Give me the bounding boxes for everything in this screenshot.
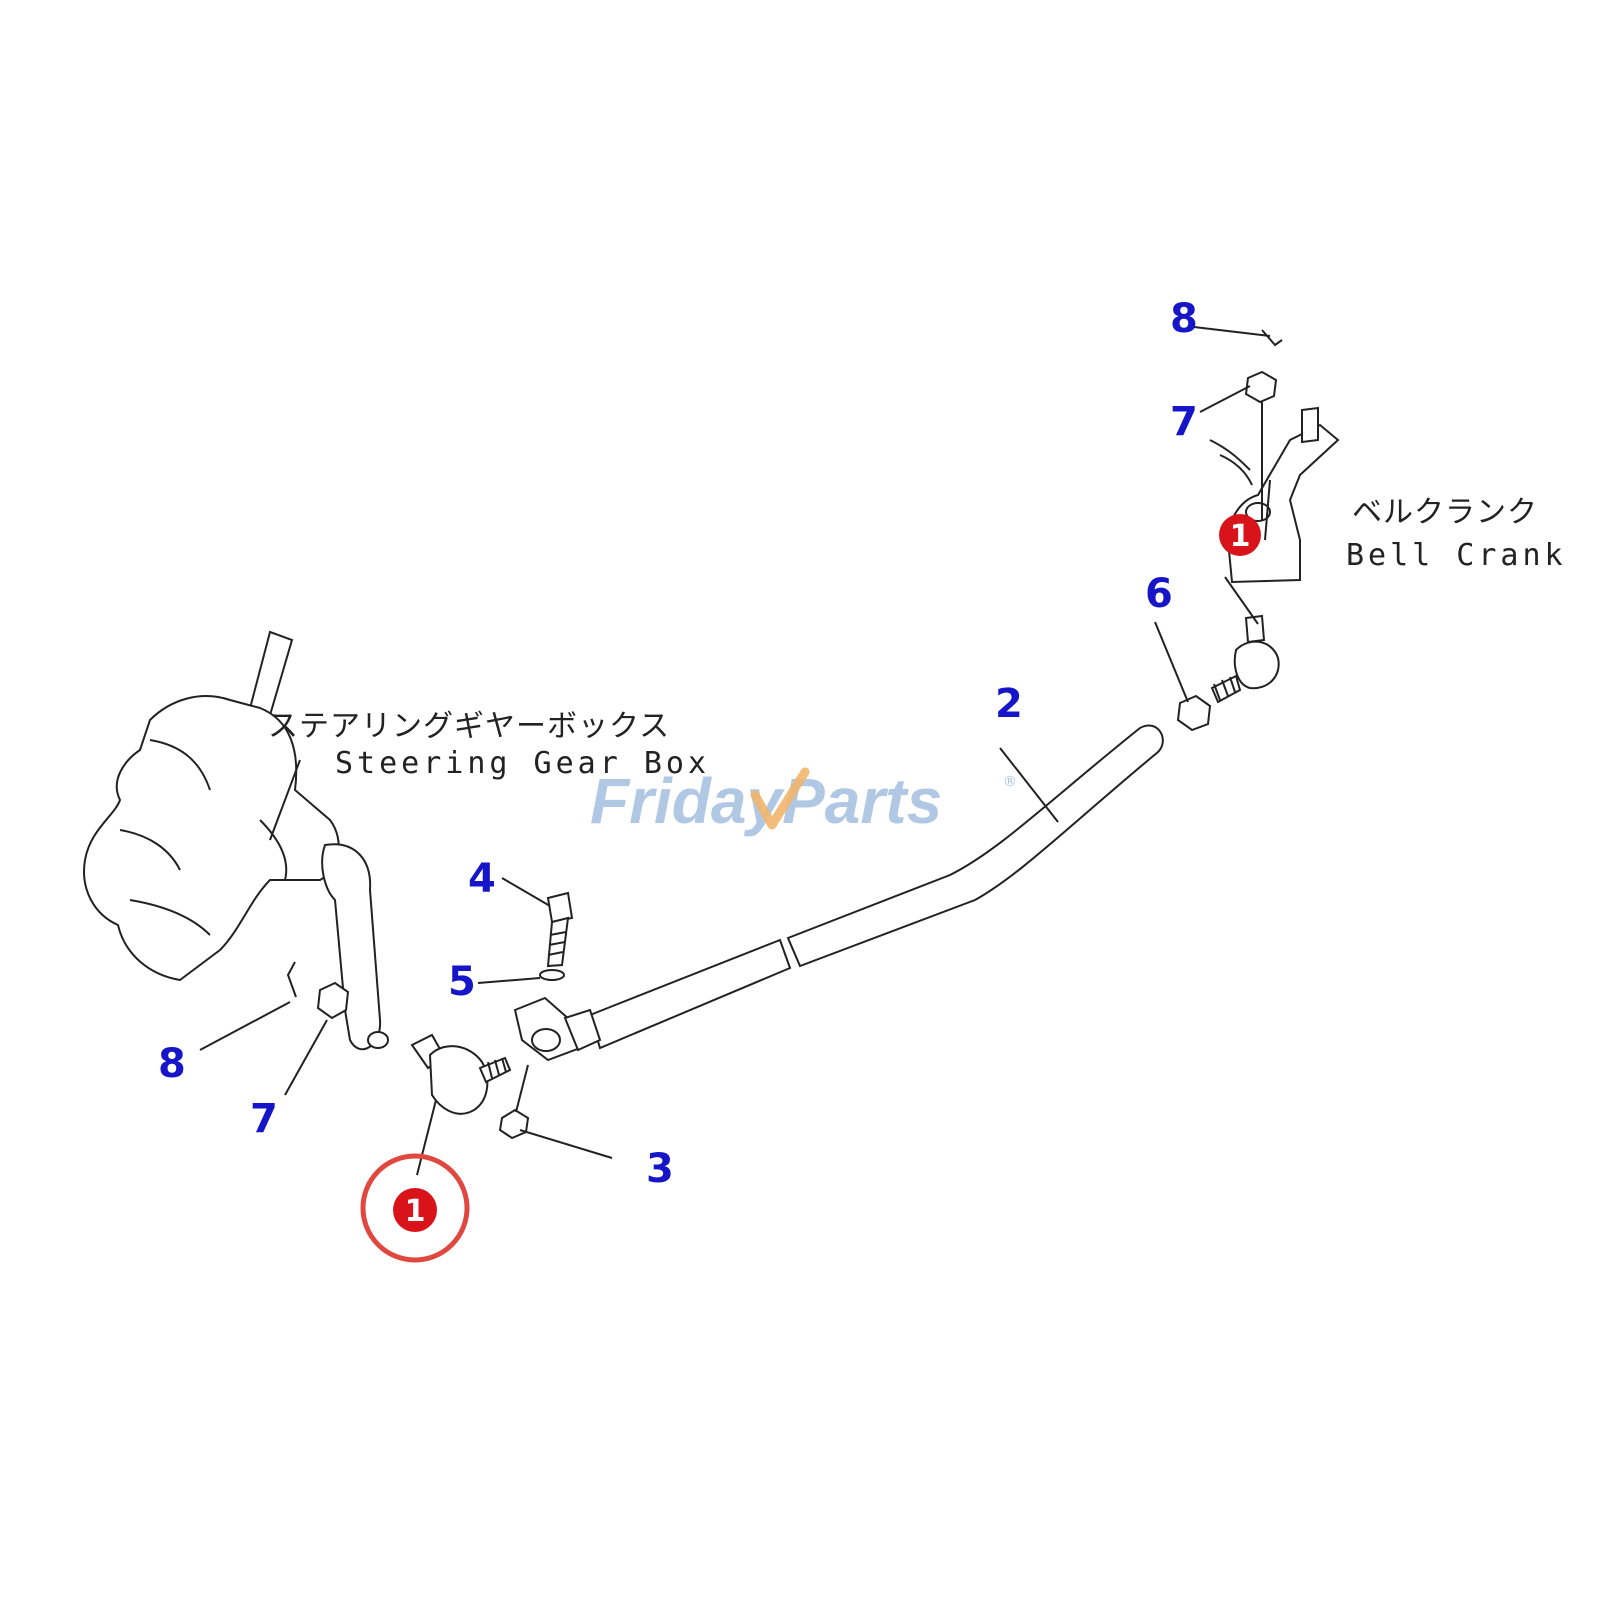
watermark-word2: Parts bbox=[782, 765, 942, 837]
right-hardware bbox=[1176, 329, 1283, 732]
watermark-registered: ® bbox=[1003, 774, 1017, 790]
highlight-marker-bottom: 1 bbox=[360, 1153, 470, 1263]
watermark-check-mark bbox=[750, 767, 810, 830]
callout-number: 7 bbox=[1170, 399, 1198, 445]
steering-gear-box bbox=[83, 630, 389, 1051]
callout-number: 8 bbox=[158, 1041, 186, 1087]
left-hardware bbox=[286, 961, 350, 1020]
bell-crank-label-jp: ベルクランク bbox=[1352, 495, 1538, 530]
callout-number: 5 bbox=[448, 959, 476, 1005]
callout-number: 4 bbox=[468, 856, 496, 902]
callout-leaders bbox=[199, 326, 1271, 1176]
callout-number: 7 bbox=[250, 1096, 278, 1142]
clamp bbox=[513, 996, 602, 1062]
bell-crank-label-en: Bell Crank bbox=[1346, 538, 1567, 573]
svg-text:1: 1 bbox=[1230, 519, 1251, 554]
bell-crank bbox=[1209, 406, 1340, 584]
svg-text:1: 1 bbox=[405, 1194, 426, 1229]
nut-3 bbox=[498, 1064, 530, 1140]
watermark-word1: Friday bbox=[590, 765, 785, 837]
steering-gear-box-label-jp: ステアリングギヤーボックス bbox=[268, 709, 670, 744]
callout-number: 6 bbox=[1145, 571, 1173, 617]
fridayparts-watermark: FridayParts bbox=[590, 765, 942, 837]
ball-joint-left bbox=[410, 1033, 512, 1115]
highlight-marker-top: 1 bbox=[1219, 514, 1261, 556]
callout-number: 3 bbox=[646, 1146, 674, 1192]
callout-number: 8 bbox=[1170, 296, 1198, 342]
bolt-and-washer bbox=[539, 891, 574, 981]
callout-number: 2 bbox=[995, 681, 1023, 727]
steering-gear-box-label-en: Steering Gear Box bbox=[335, 746, 710, 781]
